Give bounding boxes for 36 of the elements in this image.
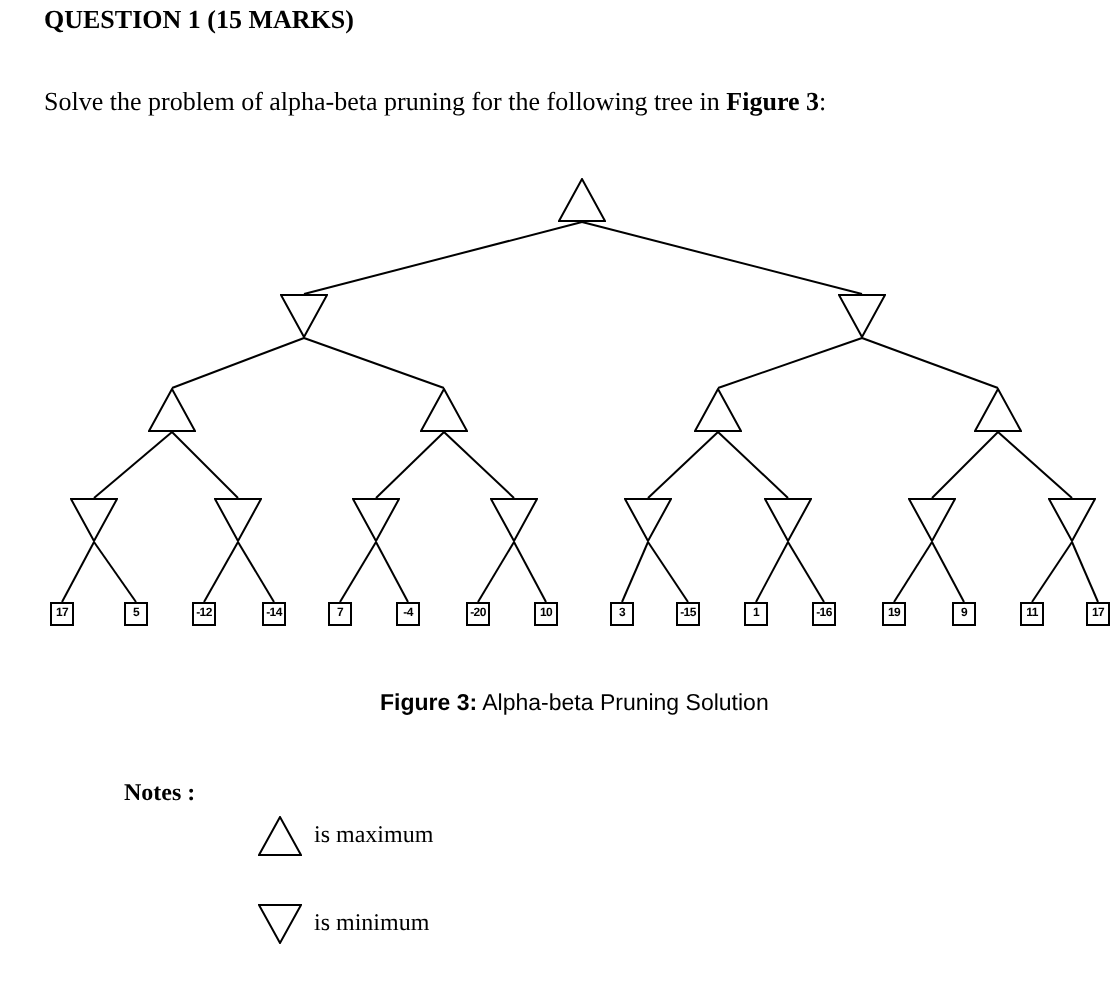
tree-branch-line [237, 541, 275, 603]
tree-branch-line [931, 541, 965, 603]
tree-branch-line [303, 337, 445, 389]
instruction-text: Solve the problem of alpha-beta pruning for the following tree in Figure 3: [44, 86, 827, 118]
tree-branch-line [93, 431, 173, 499]
tree-branch-line [1031, 541, 1073, 603]
tree-branch-line [787, 541, 825, 603]
tree-branch-line [513, 541, 547, 603]
notes-heading: Notes : [124, 778, 196, 808]
tree-branch-line [647, 541, 689, 603]
tree-branch-line [621, 541, 649, 603]
tree-branch-line [717, 431, 789, 499]
legend-text: is maximum [314, 820, 434, 850]
tree-branch-line [717, 337, 863, 389]
tree-branch-line [303, 221, 583, 295]
tree-branch-line [171, 337, 305, 389]
tree-branch-line [647, 431, 719, 499]
figure-caption: Figure 3: Alpha-beta Pruning Solution [380, 692, 769, 716]
tree-branch-line [93, 541, 137, 603]
tree-branch-line [203, 541, 239, 603]
question-heading: QUESTION 1 (15 MARKS) [44, 4, 354, 36]
tree-branch-line [339, 541, 377, 603]
tree-branch-line [893, 541, 933, 603]
tree-branch-line [477, 541, 515, 603]
tree-branch-line [1071, 541, 1099, 603]
tree-branch-line [61, 541, 95, 603]
tree-branch-line [171, 431, 239, 499]
tree-branch-line [755, 541, 789, 603]
tree-branch-line [443, 431, 515, 499]
tree-branch-line [581, 221, 863, 295]
tree-branch-line [931, 431, 999, 499]
tree-branch-line [375, 431, 445, 499]
tree-branch-line [861, 337, 999, 389]
tree-branch-line [375, 541, 409, 603]
legend-text: is minimum [314, 908, 430, 938]
tree-branch-line [997, 431, 1073, 499]
